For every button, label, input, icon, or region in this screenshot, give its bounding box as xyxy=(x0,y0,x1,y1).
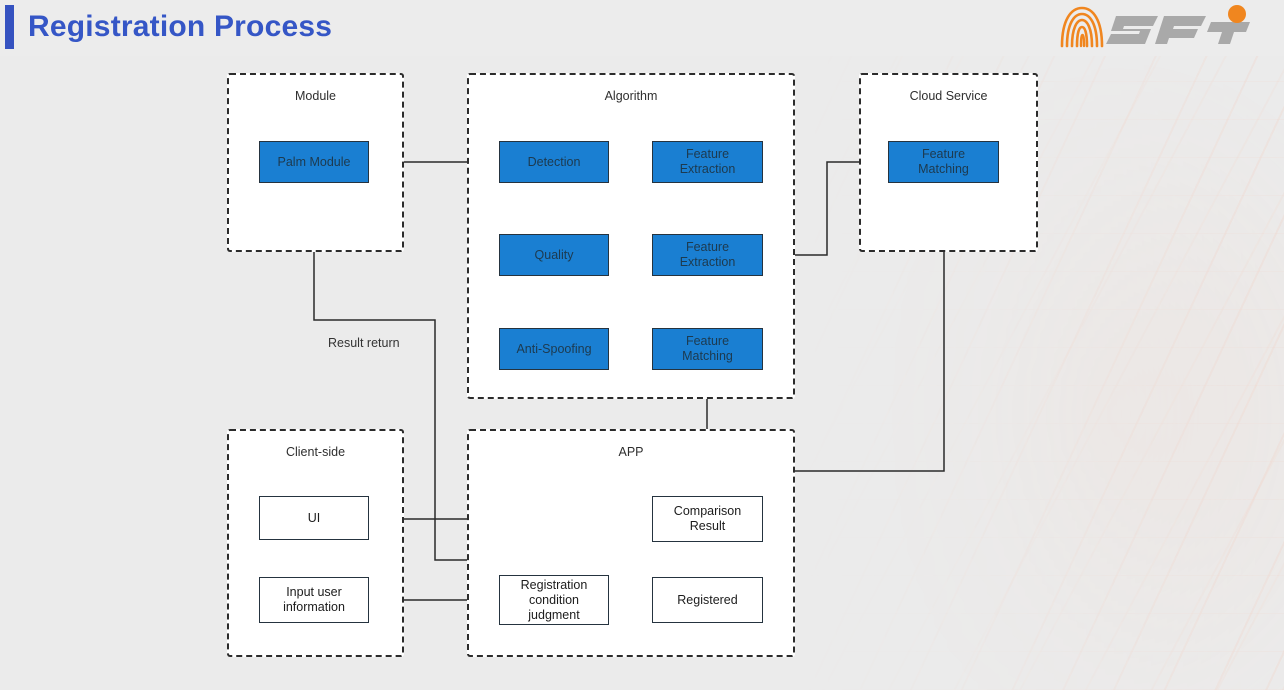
group-module-label: Module xyxy=(295,89,336,103)
group-module: Module xyxy=(227,73,404,252)
node-ui[interactable]: UI xyxy=(259,496,369,540)
fingerprint-icon xyxy=(1060,6,1104,48)
page-header: Registration Process xyxy=(0,0,1284,56)
group-algorithm-label: Algorithm xyxy=(604,89,658,103)
logo-dot xyxy=(1228,5,1246,23)
sft-logo xyxy=(1054,2,1254,54)
node-detection[interactable]: Detection xyxy=(499,141,609,183)
page-title: Registration Process xyxy=(28,10,333,43)
sft-logo-svg xyxy=(1060,5,1250,48)
group-cloud-service-label: Cloud Service xyxy=(909,89,988,103)
node-palm-module[interactable]: Palm Module xyxy=(259,141,369,183)
node-quality[interactable]: Quality xyxy=(499,234,609,276)
node-anti-spoofing[interactable]: Anti-Spoofing xyxy=(499,328,609,370)
group-client-side-label: Client-side xyxy=(285,445,346,459)
title-accent-bar xyxy=(5,5,14,49)
edge-label-result-return: Result return xyxy=(328,336,400,350)
group-app-label: APP xyxy=(618,445,644,459)
sft-wordmark xyxy=(1106,16,1250,44)
node-registered[interactable]: Registered xyxy=(652,577,763,623)
